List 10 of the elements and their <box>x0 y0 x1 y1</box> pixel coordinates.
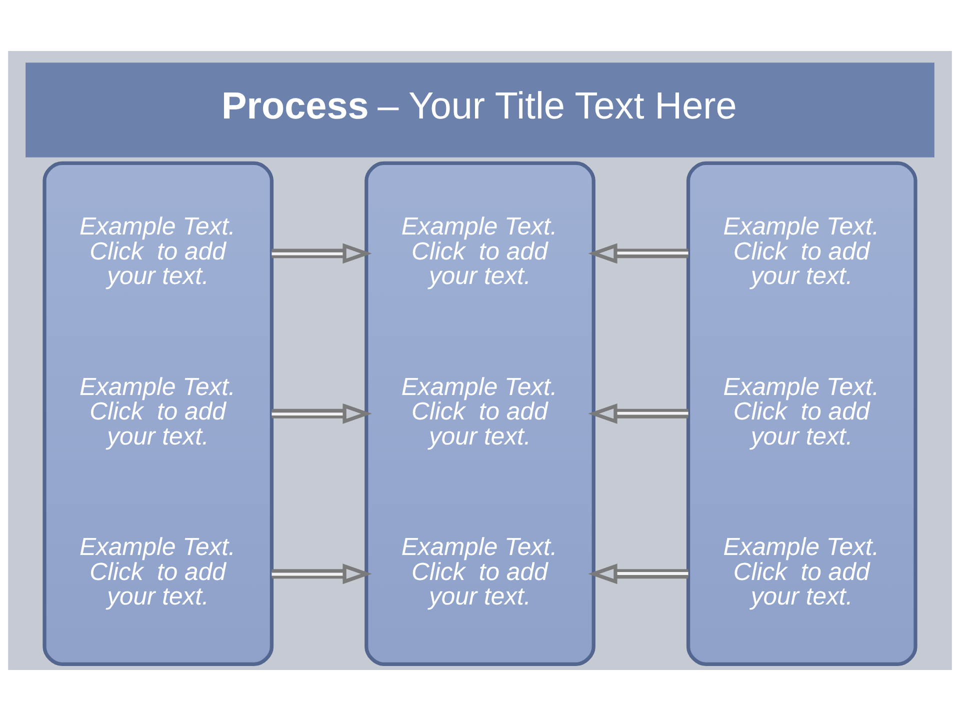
arrow <box>588 402 688 424</box>
node-box: Example Text. Click to add your text. Example Text. Click to add your text. Example Text. Click to add your text. <box>686 160 918 666</box>
node-box: Example Text. Click to add your text. Example Text. Click to add your text. Example Text. Click to add your text. <box>364 160 596 666</box>
arrow <box>588 242 688 264</box>
arrow <box>272 402 372 424</box>
arrow <box>588 563 688 584</box>
node-box: Example Text. Click to add your text. Example Text. Click to add your text. Example Text. Click to add your text. <box>42 160 274 666</box>
diagram-title: Process – Your Title Text Here <box>221 84 737 127</box>
arrow <box>272 563 372 584</box>
arrow <box>272 242 372 264</box>
